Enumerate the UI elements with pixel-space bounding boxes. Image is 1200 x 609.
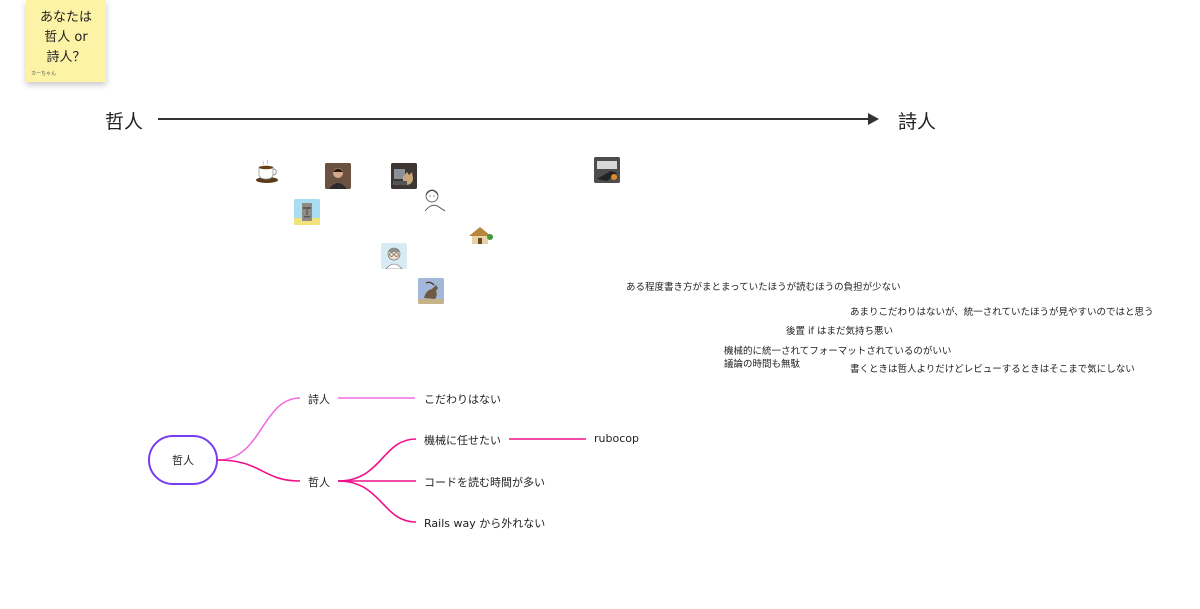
sticky-note-line1: あなたは	[39, 10, 92, 25]
sticky-note[interactable]: あなたは 哲人 or 詩人？ カーちゃん	[26, 0, 106, 82]
mindmap-node-no-preference[interactable]: こだわりはない	[424, 393, 501, 406]
sticky-note-line2: 哲人 or	[44, 30, 88, 45]
coffee-cup-avatar[interactable]	[254, 158, 280, 184]
axis-arrow-head-icon	[868, 113, 879, 125]
goat-icon	[418, 278, 444, 304]
sticky-note-author: カーちゃん	[31, 71, 57, 77]
edge-philosopher-railsway	[337, 480, 417, 523]
comment-text[interactable]: あまりこだわりはないが、統一されていたほうが見やすいのではと思う	[850, 307, 1154, 318]
coffee-cup-icon	[256, 159, 278, 183]
comment-text[interactable]: 機械的に統一されてフォーマットされているのがいい	[724, 346, 952, 357]
comment-text[interactable]: 後置 if はまだ気持ち悪い	[786, 326, 894, 337]
mindmap-node-philosopher[interactable]: 哲人	[308, 476, 330, 489]
glasses-man-avatar[interactable]	[381, 243, 407, 269]
mindmap-node-leave-to-machine[interactable]: 機械に任せたい	[424, 434, 501, 447]
desk-photo-icon	[594, 157, 620, 183]
desk-photo-avatar[interactable]	[594, 157, 620, 183]
edge-root-philosopher	[217, 459, 301, 482]
cat-laptop-icon	[391, 163, 417, 189]
edge-root-poet	[217, 397, 301, 461]
person-photo-avatar[interactable]	[325, 163, 351, 189]
axis-arrow-line[interactable]	[158, 118, 870, 120]
goat-avatar[interactable]	[418, 278, 444, 304]
sticky-note-line3: 詩人？	[46, 50, 86, 65]
axis-left-label[interactable]: 哲人	[105, 111, 144, 133]
person-photo-icon	[325, 163, 351, 189]
thatched-house-avatar[interactable]	[467, 222, 493, 248]
comment-text[interactable]: 議論の時間も無駄	[724, 359, 801, 370]
mindmap-node-poet[interactable]: 詩人	[308, 393, 330, 406]
line-drawing-face-icon	[424, 189, 446, 212]
mindmap-root-label: 哲人	[172, 454, 194, 467]
cat-laptop-avatar[interactable]	[391, 163, 417, 189]
mindmap-node-rubocop[interactable]: rubocop	[594, 432, 639, 445]
glasses-man-icon	[381, 243, 407, 269]
line-drawing-face-avatar[interactable]	[421, 186, 447, 212]
comment-text[interactable]: 書くときは哲人よりだけどレビューするときはそこまで気にしない	[850, 364, 1135, 375]
moai-icon	[294, 199, 320, 225]
axis-right-label[interactable]: 詩人	[898, 111, 937, 133]
thatched-house-icon	[469, 227, 493, 244]
comment-text[interactable]: ある程度書き方がまとまっていたほうが読むほうの負担が少ない	[626, 282, 901, 293]
edge-philosopher-machine	[337, 438, 417, 482]
mindmap-node-reading-time[interactable]: コードを読む時間が多い	[424, 476, 545, 489]
mindmap-node-rails-way[interactable]: Rails way から外れない	[424, 517, 546, 530]
moai-avatar[interactable]	[294, 199, 320, 225]
mindmap-root-node[interactable]: 哲人	[148, 435, 218, 485]
